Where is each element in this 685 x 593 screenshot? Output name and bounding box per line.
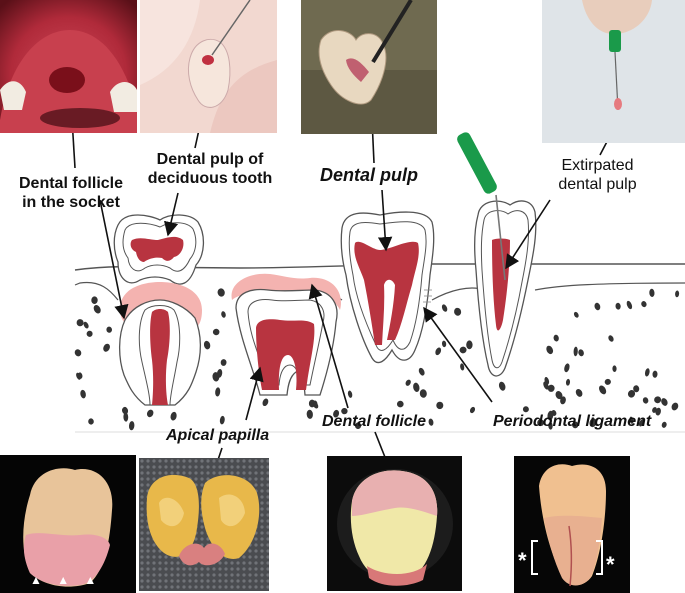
bone-dot bbox=[607, 334, 614, 342]
photo-deciduous bbox=[140, 0, 277, 133]
bone-dot bbox=[221, 311, 227, 318]
bone-dot bbox=[594, 302, 602, 311]
bone-dot bbox=[563, 363, 570, 373]
bone-dot bbox=[73, 348, 82, 357]
bone-dot bbox=[615, 303, 621, 310]
label-apical-papilla: Apical papilla bbox=[166, 426, 269, 445]
bone-dot bbox=[442, 340, 447, 347]
bone-dot bbox=[86, 330, 93, 337]
file-handle bbox=[455, 131, 498, 196]
bone-dot bbox=[670, 402, 679, 412]
photo-socket bbox=[0, 0, 137, 133]
bone-dot bbox=[469, 406, 476, 414]
bone-dot bbox=[661, 421, 667, 428]
bone-dot bbox=[219, 416, 225, 425]
bone-dot bbox=[170, 411, 178, 421]
bone-dot bbox=[217, 288, 226, 298]
bone-dot bbox=[83, 321, 90, 329]
bone-dot bbox=[573, 311, 580, 318]
label-dental-follicle: Dental follicle bbox=[322, 412, 426, 431]
bone-dot bbox=[578, 349, 585, 357]
label-extirpated-pulp: Extirpated dental pulp bbox=[540, 156, 655, 194]
bone-dot bbox=[573, 346, 578, 356]
bone-dot bbox=[212, 328, 220, 336]
bone-dot bbox=[434, 347, 442, 356]
label-dental-pulp: Dental pulp bbox=[320, 166, 418, 185]
bone-dot bbox=[91, 296, 98, 304]
arrow-apical-top bbox=[246, 368, 260, 420]
deciduous-tooth bbox=[114, 215, 203, 284]
bone-dot bbox=[644, 368, 650, 377]
bone-dot bbox=[653, 396, 661, 404]
bone-dot bbox=[553, 334, 559, 342]
label-periodontal-ligament: Periodontal ligament bbox=[493, 412, 651, 431]
bone-dot bbox=[453, 307, 462, 317]
asterisk-right: * bbox=[606, 552, 615, 578]
label-pulp-deciduous: Dental pulp of deciduous tooth bbox=[140, 150, 280, 188]
photo-dental-pulp bbox=[301, 0, 437, 134]
photo-molar-arrowheads: ▲ ▲ ▲ bbox=[0, 455, 136, 593]
label-follicle-socket: Dental follicle in the socket bbox=[0, 174, 142, 212]
bone-dot bbox=[626, 300, 634, 310]
bone-dot bbox=[649, 289, 655, 298]
photo-dental-follicle bbox=[327, 456, 462, 591]
bone-dot bbox=[76, 319, 84, 327]
bone-dot bbox=[220, 359, 226, 366]
bone-dot bbox=[397, 401, 404, 408]
photo-apical-papilla bbox=[139, 458, 269, 591]
bone-dot bbox=[405, 379, 412, 387]
bone-dot bbox=[612, 365, 616, 372]
bone-dot bbox=[88, 418, 94, 425]
developing-molar bbox=[232, 274, 341, 395]
bone-dot bbox=[203, 340, 211, 350]
bone-dot bbox=[547, 384, 555, 392]
bone-dot bbox=[598, 384, 608, 395]
bone-dot bbox=[80, 389, 87, 398]
bone-dot bbox=[146, 409, 155, 419]
bone-dot bbox=[604, 378, 612, 386]
bone-dot bbox=[652, 370, 657, 377]
bone-dot bbox=[466, 340, 472, 349]
bone-dot bbox=[436, 402, 443, 409]
bone-dot bbox=[660, 397, 669, 407]
bone-dot bbox=[106, 326, 113, 333]
bone-dot bbox=[459, 346, 468, 355]
bone-dot bbox=[675, 290, 679, 297]
bone-dot bbox=[412, 382, 420, 392]
bone-dot bbox=[215, 387, 221, 397]
bone-dot bbox=[566, 379, 571, 386]
root-canal-tooth bbox=[455, 131, 535, 376]
bone-dot bbox=[306, 409, 313, 419]
bone-dot bbox=[419, 389, 427, 398]
bone-dot bbox=[428, 418, 434, 426]
bone-dot bbox=[261, 398, 269, 407]
erupted-tooth bbox=[341, 212, 433, 363]
bone-dot bbox=[92, 304, 102, 315]
bone-dot bbox=[129, 421, 135, 431]
bone-dot bbox=[574, 388, 583, 398]
arrowhead-marks: ▲ ▲ ▲ bbox=[30, 573, 102, 587]
bone-dot bbox=[102, 343, 111, 353]
bone-dot bbox=[545, 345, 554, 356]
developing-tooth-1 bbox=[120, 282, 202, 405]
photo-tooth-pdl: * * bbox=[514, 456, 630, 593]
asterisk-left: * bbox=[518, 548, 527, 574]
bone-dot bbox=[640, 300, 647, 308]
bone-dot bbox=[418, 367, 426, 377]
photo-extirpated-pulp bbox=[542, 0, 685, 143]
bone-dot bbox=[441, 304, 449, 313]
bone-dot bbox=[347, 390, 353, 398]
bone-dot bbox=[498, 381, 506, 392]
bone-dot bbox=[642, 397, 649, 405]
